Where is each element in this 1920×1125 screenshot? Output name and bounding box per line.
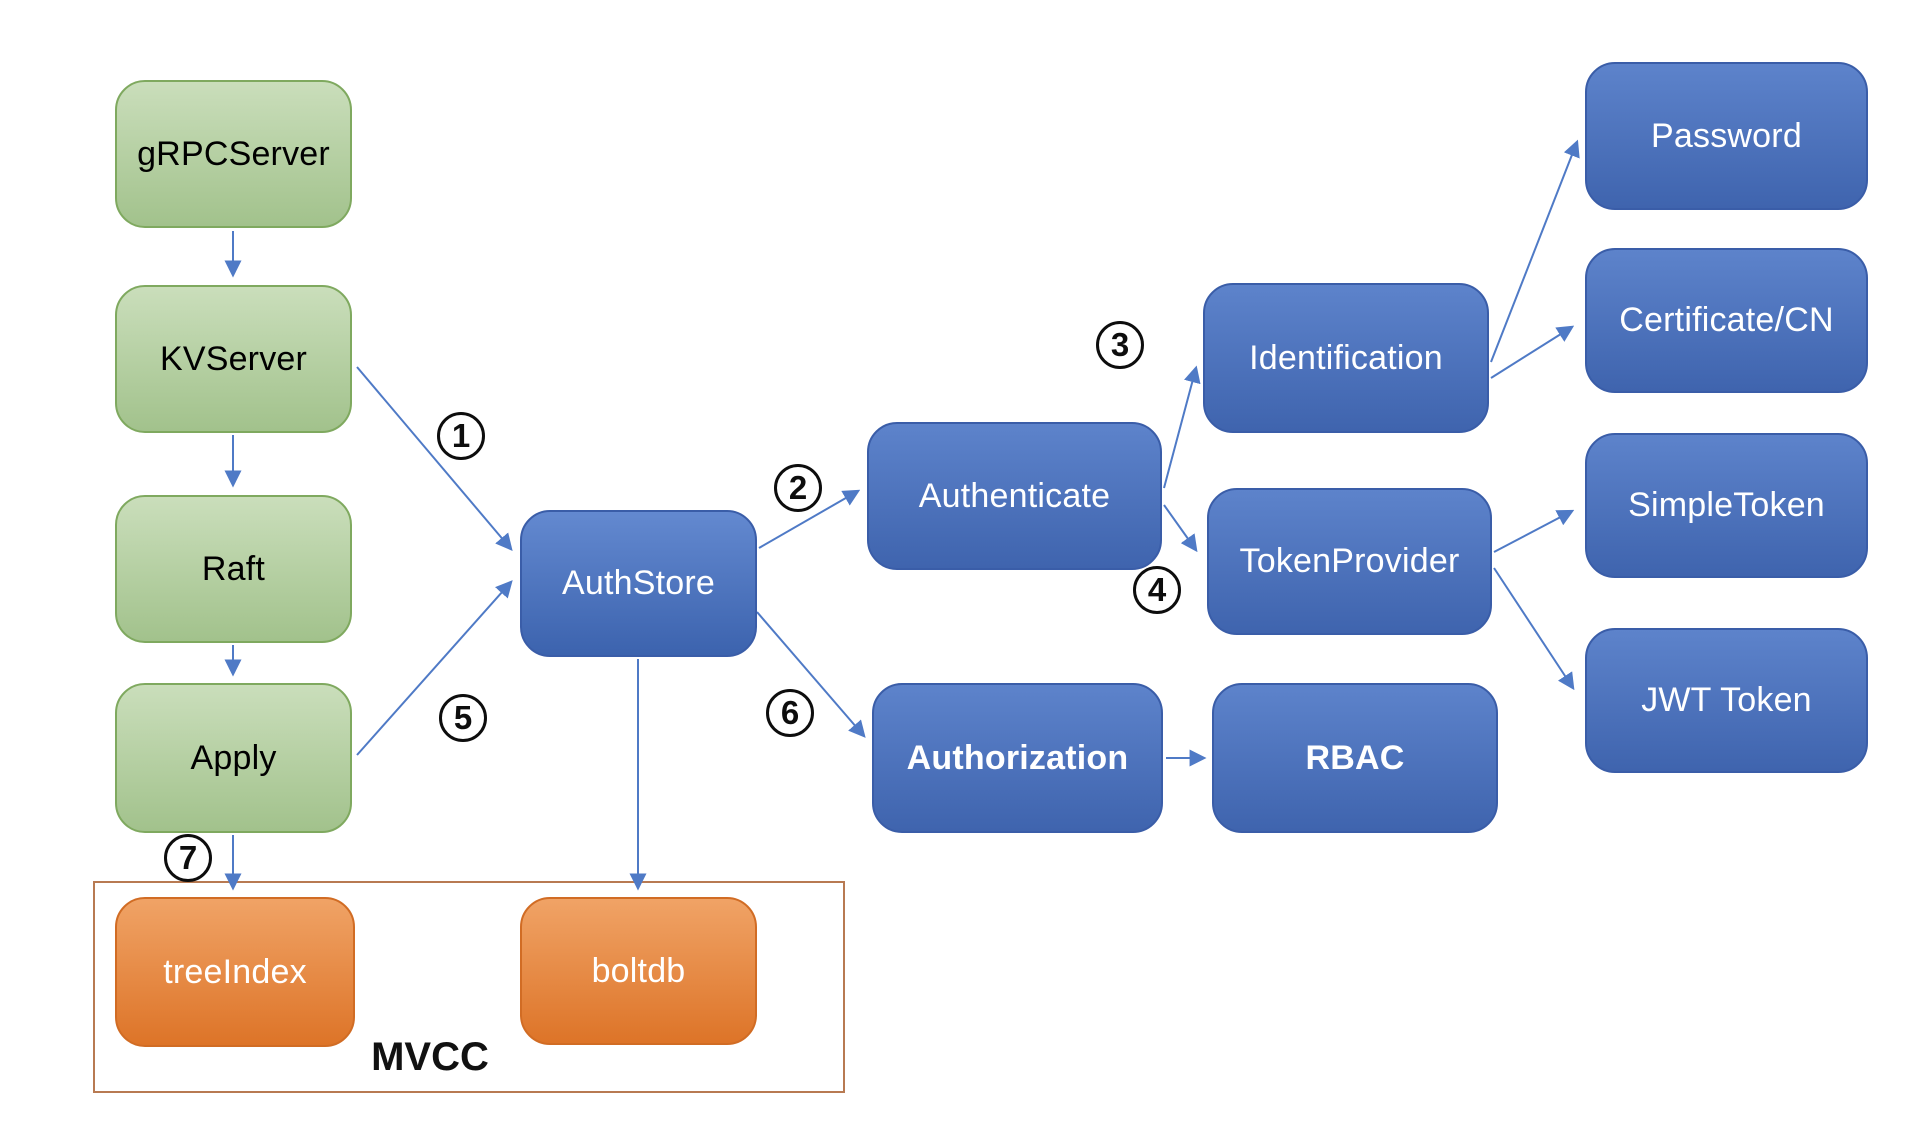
mvcc-label: MVCC [371, 1035, 489, 1079]
node-treeindex: treeIndex [115, 897, 355, 1047]
node-kvserver: KVServer [115, 285, 352, 433]
edge-identification-certificate [1490, 325, 1575, 379]
node-kvserver-label: KVServer [159, 339, 308, 378]
node-certificate-cn-label: Certificate/CN [1619, 301, 1834, 339]
node-jwt-token: JWT Token [1585, 628, 1868, 773]
badge-step-1: 1 [437, 412, 485, 460]
edge-apply-authstore [356, 580, 513, 756]
node-jwt-token-label: JWT Token [1641, 681, 1812, 719]
node-boltdb: boltdb [520, 897, 757, 1045]
node-simpletoken: SimpleToken [1585, 433, 1868, 578]
node-identification: Identification [1203, 283, 1489, 433]
node-rbac-label: RBAC [1305, 738, 1405, 777]
node-raft-label: Raft [201, 549, 266, 588]
node-grpcserver-label: gRPCServer [137, 134, 330, 173]
node-authenticate-label: Authenticate [918, 476, 1111, 515]
edge-tokenprovider-jwttoken [1493, 567, 1575, 691]
node-tokenprovider: TokenProvider [1207, 488, 1492, 635]
node-password: Password [1585, 62, 1868, 210]
node-authorization-label: Authorization [906, 738, 1129, 777]
node-authstore-label: AuthStore [561, 564, 715, 602]
edge-authenticate-identification [1163, 365, 1201, 489]
edge-kvserver-authstore [356, 366, 513, 551]
node-authstore: AuthStore [520, 510, 757, 657]
badge-step-2: 2 [774, 464, 822, 512]
badge-step-5: 5 [439, 694, 487, 742]
node-certificate-cn: Certificate/CN [1585, 248, 1868, 393]
node-raft: Raft [115, 495, 352, 643]
edge-tokenprovider-simpletoken [1493, 509, 1575, 553]
node-authorization: Authorization [872, 683, 1163, 833]
edge-identification-password [1490, 139, 1580, 363]
node-apply-label: Apply [190, 738, 277, 777]
node-boltdb-label: boltdb [591, 951, 686, 990]
badge-step-4: 4 [1133, 566, 1181, 614]
node-authenticate: Authenticate [867, 422, 1162, 570]
node-simpletoken-label: SimpleToken [1628, 486, 1825, 524]
node-apply: Apply [115, 683, 352, 833]
node-grpcserver: gRPCServer [115, 80, 352, 228]
badge-step-3: 3 [1096, 321, 1144, 369]
mvcc-container [93, 881, 845, 1093]
badge-step-7: 7 [164, 834, 212, 882]
node-tokenprovider-label: TokenProvider [1239, 542, 1460, 580]
node-password-label: Password [1651, 116, 1802, 155]
badge-step-6: 6 [766, 689, 814, 737]
edge-authenticate-tokenprovider [1163, 504, 1198, 553]
node-rbac: RBAC [1212, 683, 1498, 833]
node-identification-label: Identification [1249, 338, 1443, 377]
node-treeindex-label: treeIndex [163, 952, 307, 991]
